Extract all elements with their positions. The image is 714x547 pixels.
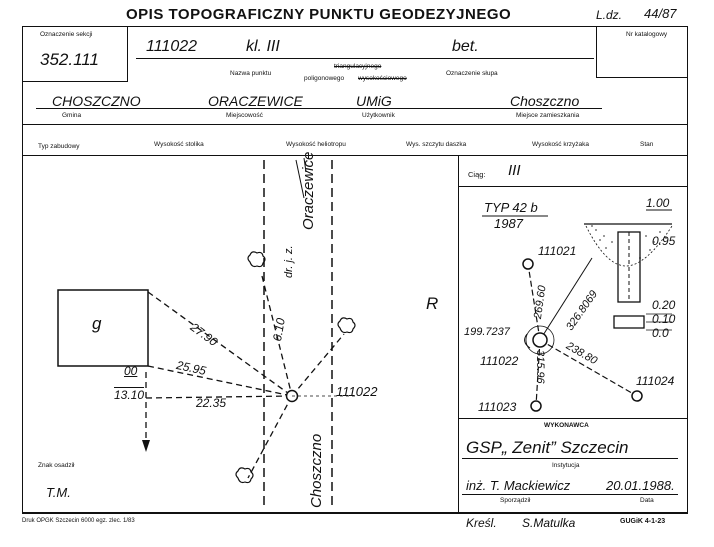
right-panel-divider: [458, 155, 459, 512]
section-label: Oznaczenie sekcji: [40, 31, 93, 38]
height-010: 0.10: [652, 312, 676, 326]
class-value: kl. III: [246, 38, 280, 55]
uzytkownik-value: UMiG: [356, 93, 392, 109]
miejsce-label: Miejsce zamieszkania: [516, 112, 580, 119]
form-frame: [22, 26, 688, 514]
date-value: 20.01.1988.: [606, 478, 675, 493]
wykonawca-underline: [462, 458, 678, 459]
height-00: 0.0: [652, 326, 669, 340]
section-value: 352.111: [40, 50, 99, 69]
col-krzyzak: Wysokość krzyżaka: [532, 141, 590, 148]
letter-r: R: [426, 294, 439, 313]
ciag-label: Ciąg:: [468, 170, 486, 179]
sporzadzil-underline: [462, 494, 678, 495]
wykonawca-top-line: [458, 418, 688, 419]
name-underline: [136, 58, 594, 59]
pillar-label: Oznaczenie słupa: [446, 70, 498, 77]
sporzadzil-value: inż. T. Mackiewicz: [466, 478, 571, 493]
ldz-value: 44/87: [644, 6, 677, 21]
columns-bottom-line: [22, 155, 688, 156]
col-stolik: Wysokość stolika: [154, 141, 204, 148]
point-name-label: Nazwa punktu: [230, 70, 272, 77]
road-name-bottom: Choszczno: [308, 433, 325, 508]
distance-00: 00: [124, 364, 138, 378]
document-title: OPIS TOPOGRAFICZNY PUNKTU GEODEZYJNEGO: [126, 6, 512, 23]
print-info: Druk OPGK Szczecin 6000 egz. zlec. 1/83: [22, 518, 135, 524]
building-letter: g: [92, 314, 102, 333]
year-value: 1987: [494, 216, 523, 231]
ciag-bottom-line: [458, 186, 688, 187]
distance-315: 315.96: [534, 350, 546, 384]
distance-2235: 22.35: [196, 396, 227, 410]
instytucja-label: Instytucja: [552, 462, 580, 469]
height-020: 0.20: [652, 298, 676, 312]
miejscowosc-label: Miejscowość: [226, 112, 263, 119]
gmina-label: Gmina: [62, 112, 82, 119]
col-typ: Typ zabudowy: [38, 143, 80, 150]
drjz-label: dr. j. z.: [283, 245, 295, 278]
catalog-label: Nr katalogowy: [626, 31, 668, 38]
height-100: 1.00: [646, 196, 670, 210]
triangulation-label: triangulacyjnego: [334, 63, 382, 70]
height-label: wysokościowego: [358, 75, 407, 82]
miejsce-value: Choszczno: [510, 93, 580, 109]
point-111022: 111022: [480, 354, 519, 368]
distance-1310: 13.10: [114, 388, 145, 402]
ldz-label: L.dz.: [596, 8, 623, 22]
point-name-value: 111022: [146, 38, 198, 55]
col-heliotrop: Wysokość heliotropu: [286, 141, 346, 148]
wykonawca-value: GSP„ Zenit” Szczecin: [466, 438, 629, 457]
polygon-label: poligonowego: [304, 75, 345, 82]
height-095: 0.95: [652, 234, 676, 248]
angle-199: 199.7237: [464, 326, 510, 338]
znak-value: T.M.: [46, 485, 71, 500]
znak-label: Znak osadził: [38, 462, 75, 469]
point-111023: 111023: [478, 400, 517, 414]
point-label: 111022: [336, 384, 378, 399]
drafter-value: S.Matulka: [522, 516, 576, 530]
typ-value: TYP 42 b: [484, 200, 538, 215]
wykonawca-label: WYKONAWCA: [544, 422, 589, 429]
col-stan: Stan: [640, 141, 654, 148]
ciag-value: III: [508, 162, 521, 179]
catalog-box: [596, 26, 688, 78]
pillar-value: bet.: [452, 38, 479, 55]
footer-top-line: [22, 512, 688, 513]
gugik-code: GUGiK 4-1-23: [620, 518, 666, 525]
point-111024: 111024: [636, 374, 675, 388]
section-box: [22, 26, 128, 82]
road-name-top: Oraczewice: [300, 151, 317, 230]
data-label: Data: [640, 497, 654, 504]
gmina-value: CHOSZCZNO: [52, 93, 141, 109]
point-111021: 111021: [538, 244, 577, 258]
uzytkownik-label: Użytkownik: [362, 112, 395, 119]
miejscowosc-value: ORACZEWICE: [208, 93, 303, 109]
columns-top-line: [22, 124, 688, 125]
location-underline: [36, 108, 602, 109]
drafter-label: Kreśl.: [466, 516, 497, 530]
sporzadzil-label: Sporządził: [500, 497, 531, 504]
col-szczyt: Wys. szczytu daszka: [406, 141, 467, 148]
